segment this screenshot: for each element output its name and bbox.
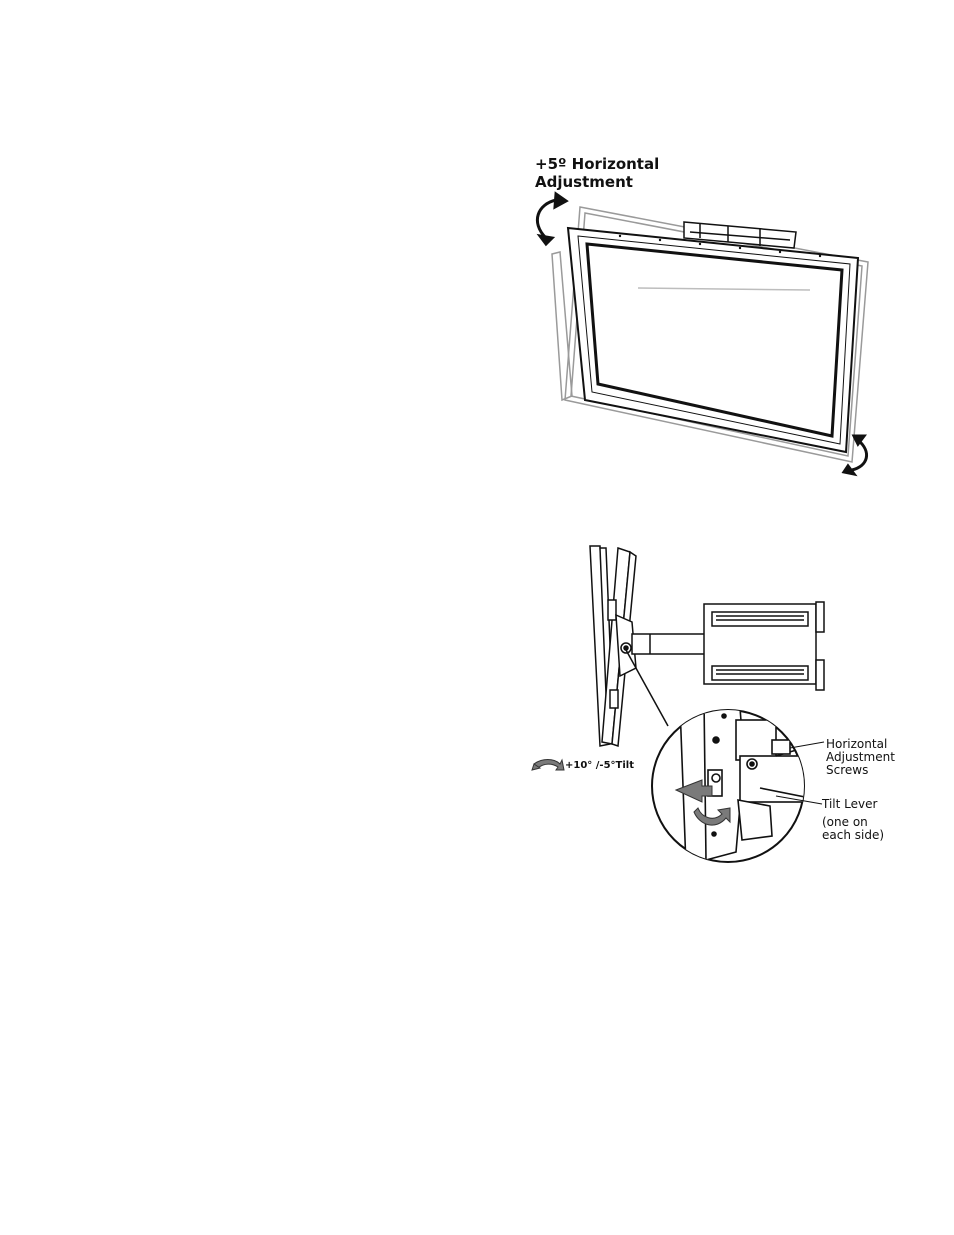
tv-bezel	[568, 228, 858, 452]
ghost-tv-outline-left	[552, 252, 572, 400]
rotate-arrow-top-left	[537, 194, 566, 244]
callout-screws-line3: Screws	[826, 764, 868, 777]
horizontal-adjustment-label-line2: Adjustment	[535, 174, 633, 191]
tilt-arrow-icon	[532, 760, 564, 771]
callout-lever-line1: Tilt Lever	[822, 798, 877, 811]
mount-arm	[632, 602, 824, 690]
horizontal-adjustment-label-line1: +5º Horizontal	[535, 156, 659, 173]
callout-screws-leader	[790, 742, 824, 748]
callout-lever-line3: each side)	[822, 829, 884, 842]
tilt-range-label: +10° /-5°Tilt	[565, 760, 634, 771]
detail-leader-line	[626, 650, 668, 726]
